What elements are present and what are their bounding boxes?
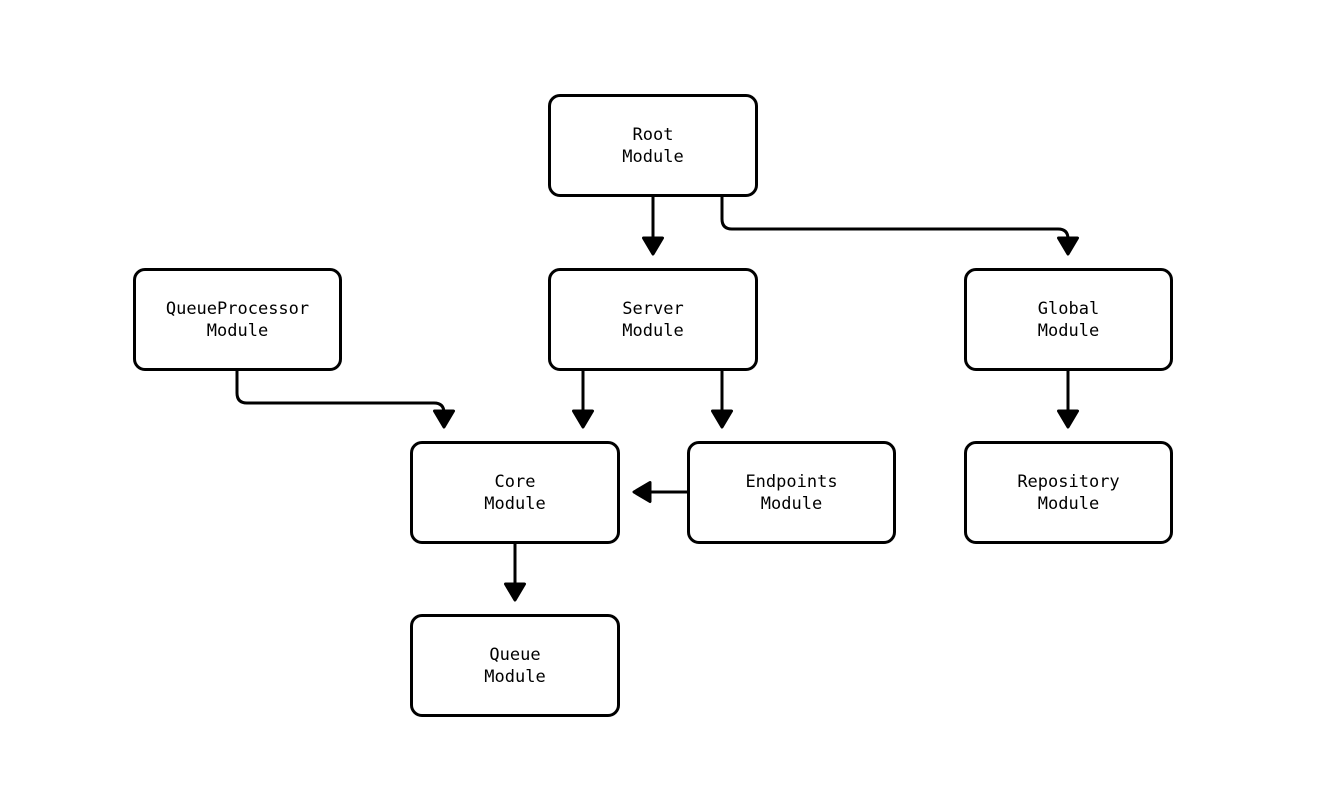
node-label-server: Server Module — [622, 298, 684, 341]
arrowhead-root-to-global — [1057, 236, 1079, 256]
node-label-endpoints: Endpoints Module — [745, 471, 838, 514]
node-label-queue: Queue Module — [484, 644, 546, 687]
node-queue[interactable]: Queue Module — [410, 614, 620, 717]
arrowhead-root-to-server — [642, 236, 664, 256]
arrowhead-endpoints-to-core — [632, 481, 652, 503]
node-label-repository: Repository Module — [1017, 471, 1120, 514]
node-repository[interactable]: Repository Module — [964, 441, 1173, 544]
node-label-global: Global Module — [1037, 298, 1100, 341]
arrowhead-server-to-core — [572, 409, 594, 429]
node-endpoints[interactable]: Endpoints Module — [687, 441, 896, 544]
edge-root-to-global — [720, 197, 1070, 254]
arrowhead-queueprocessor-to-core — [433, 409, 455, 429]
edge-queueprocessor-to-core — [235, 371, 446, 427]
arrowhead-core-to-queue — [504, 582, 526, 602]
node-server[interactable]: Server Module — [548, 268, 758, 371]
node-label-core: Core Module — [484, 471, 546, 514]
node-root[interactable]: Root Module — [548, 94, 758, 197]
edges-group — [235, 197, 1079, 602]
node-global[interactable]: Global Module — [964, 268, 1173, 371]
arrowhead-global-to-repository — [1057, 409, 1079, 429]
node-queueprocessor[interactable]: QueueProcessor Module — [133, 268, 342, 371]
node-core[interactable]: Core Module — [410, 441, 620, 544]
node-label-root: Root Module — [622, 124, 684, 167]
node-label-queueprocessor: QueueProcessor Module — [165, 298, 310, 341]
arrowhead-server-to-endpoints — [711, 409, 733, 429]
